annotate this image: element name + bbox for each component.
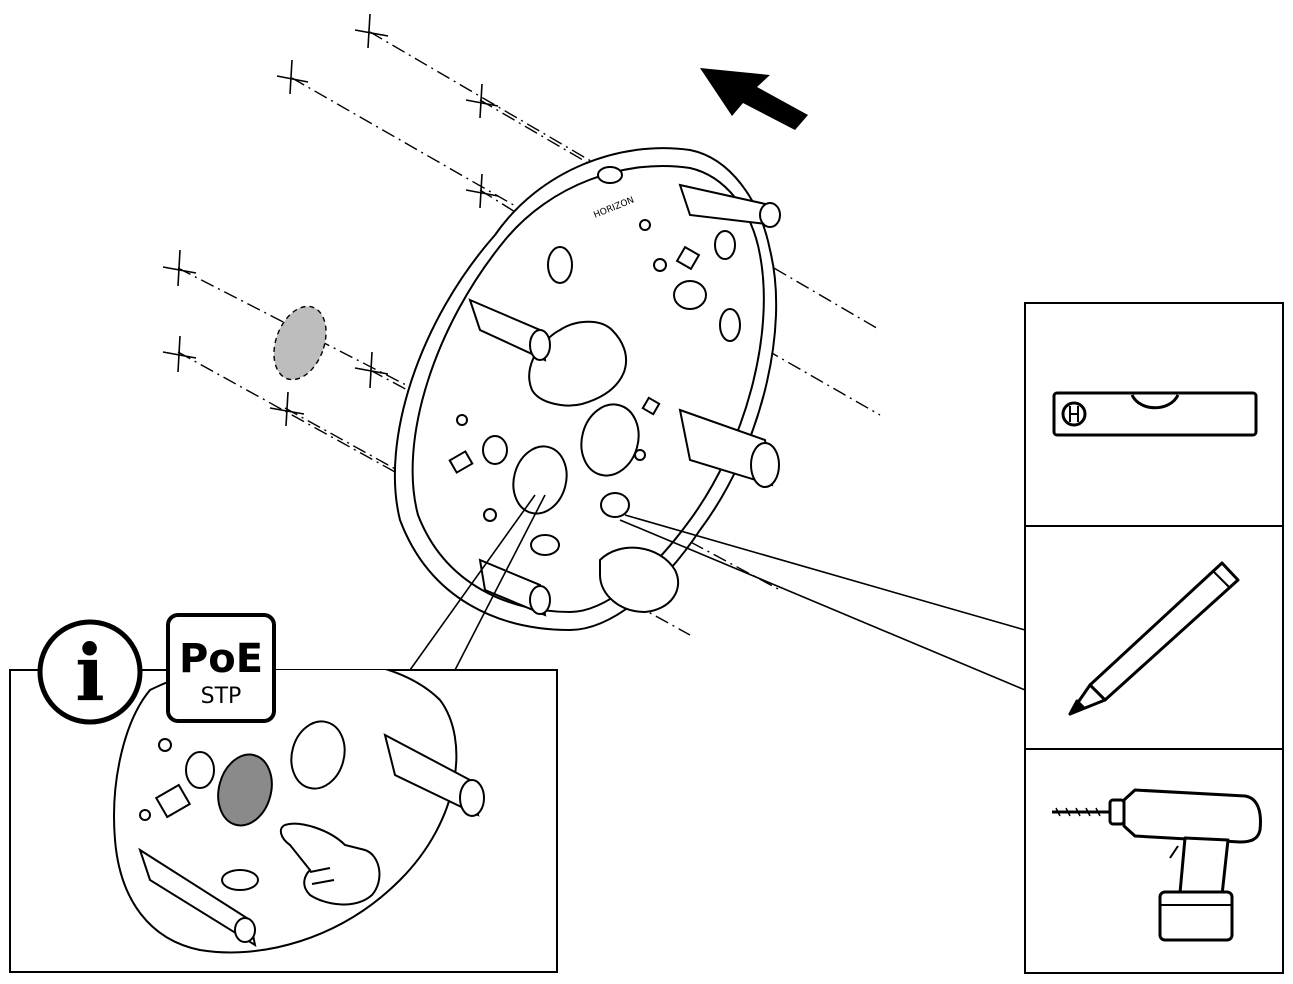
leader-inset-left: [409, 494, 536, 671]
plate-tab: [675, 245, 701, 271]
mount-hole: [456, 414, 468, 426]
screw-slot-upper-right: [714, 230, 736, 260]
cross-mark-3: [465, 83, 499, 119]
cross-mark-5: [162, 249, 197, 287]
inset-mount-hole: [158, 738, 172, 752]
poe-stp-badge: [166, 613, 276, 723]
plate-tab: [641, 396, 661, 416]
direction-arrow-icon: [700, 68, 808, 130]
guide-line-5: [177, 267, 641, 506]
screw-slot-lower: [600, 492, 630, 518]
inset-bottom-latch: [138, 847, 257, 948]
highlighted-cable-opening: [217, 753, 273, 827]
cross-mark-1: [354, 13, 389, 49]
pencil-icon: [1068, 561, 1240, 716]
leader-tools-top: [624, 514, 1026, 631]
leader-tools-bottom: [619, 519, 1026, 691]
screw-slot-left: [482, 435, 508, 465]
cross-mark-7: [354, 351, 389, 389]
wall-cable-hole: [273, 305, 327, 381]
cross-mark-2: [276, 59, 309, 95]
mount-hole: [483, 508, 497, 522]
inset-screw-slot: [185, 751, 215, 789]
drill-icon: [1052, 788, 1262, 942]
inset-mount-hole: [139, 809, 151, 821]
cross-mark-4: [465, 173, 499, 209]
cross-mark-8: [269, 391, 305, 427]
standoff-post-bottom: [478, 558, 551, 617]
inset-standoff-post: [383, 733, 485, 817]
leader-inset-right: [454, 494, 546, 671]
inset-screw-slot: [221, 869, 259, 891]
detail-inset: i PoE STP: [9, 613, 558, 973]
pointing-hand-icon: [279, 822, 381, 906]
cross-mark-6: [162, 335, 197, 373]
mount-hole: [653, 258, 667, 272]
mount-hole: [634, 449, 646, 461]
cable-opening-left: [512, 445, 568, 515]
mount-hole: [639, 219, 651, 231]
spirit-level-icon: [1052, 391, 1258, 437]
info-badge: [37, 619, 143, 725]
bottom-latch: [599, 546, 680, 614]
cable-opening-right: [580, 403, 640, 477]
inset-plate-tab: [154, 783, 192, 819]
standoff-post-top: [678, 183, 781, 228]
screw-slot-center: [673, 280, 707, 310]
poe-title: PoE: [179, 636, 263, 682]
screw-slot-top: [597, 166, 623, 184]
screw-slot-upper-left: [547, 246, 573, 284]
callout-leaders: [409, 494, 1026, 691]
screw-slot-bottom: [530, 534, 560, 556]
poe-subtitle: STP: [201, 684, 242, 709]
wall-cross-marks: [162, 13, 499, 427]
info-icon: i: [75, 628, 105, 719]
tools-panel: [1024, 302, 1284, 974]
standoff-post-right: [678, 408, 780, 488]
plate-tab: [448, 450, 474, 474]
standoff-post-left: [468, 298, 551, 362]
inset-cable-opening: [290, 720, 346, 790]
mounting-plate: [393, 147, 781, 632]
screw-slot-right: [719, 308, 741, 342]
